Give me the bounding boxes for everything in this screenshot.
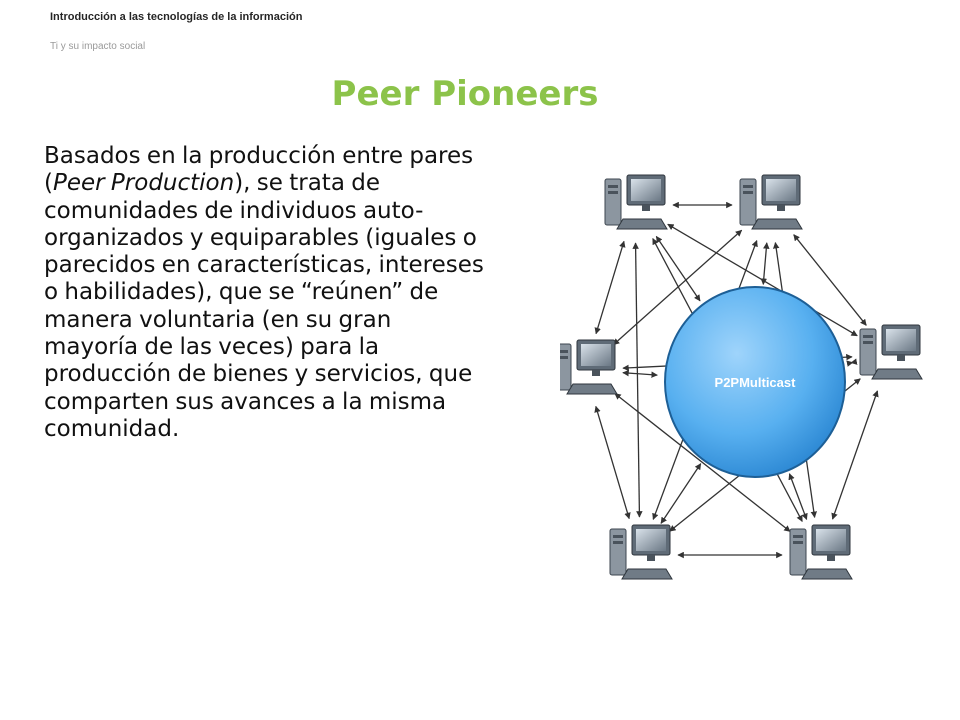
computer-icon — [789, 524, 853, 580]
peer-nodes — [560, 174, 923, 580]
central-hub: P2PMulticast — [664, 286, 846, 478]
hub-link-arrow — [660, 463, 702, 524]
slide-title: Peer Pioneers — [331, 74, 599, 114]
hub-link-arrow — [655, 235, 701, 302]
body-text-italic: Peer Production — [52, 170, 235, 197]
body-text-part1: Basados en la producción entre pares ( — [44, 143, 474, 197]
computer-icon — [859, 324, 923, 380]
hub-link-arrow — [760, 242, 770, 285]
body-text-part2: ), se trata de comunidades de individuos… — [44, 170, 484, 442]
peer-link-arrow — [632, 242, 643, 518]
computer-icon — [739, 174, 803, 230]
computer-icon — [604, 174, 668, 230]
peer-link-arrow — [594, 405, 631, 520]
peer-link-arrow — [614, 392, 791, 533]
hub-label: P2PMulticast — [715, 375, 797, 390]
peer-link-arrow — [594, 240, 626, 335]
slide-body-text: Basados en la producción entre pares (Pe… — [44, 143, 484, 443]
course-title: Introducción a las tecnologías de la inf… — [50, 11, 303, 23]
hub-link-arrow — [788, 473, 808, 521]
computer-icon — [609, 524, 673, 580]
course-subtitle: Ti y su impacto social — [50, 41, 146, 52]
p2p-network-diagram: P2PMulticast — [560, 174, 923, 580]
hub-link-arrow — [622, 369, 658, 378]
computer-icon — [560, 339, 618, 395]
